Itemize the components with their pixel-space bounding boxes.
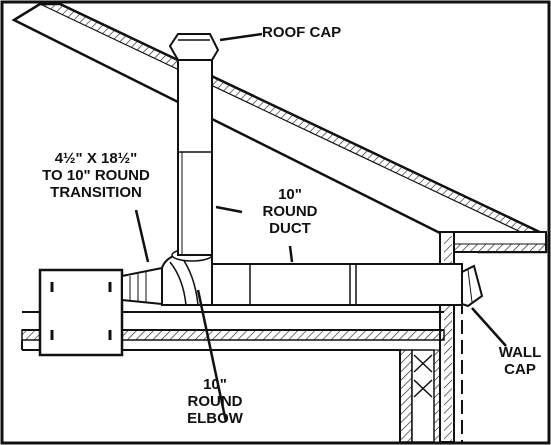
transition-line-1: 4½" X 18½" (54, 150, 138, 167)
transition-line-2: TO 10" ROUND (42, 167, 150, 184)
round-elbow-line-1: 10" (203, 376, 227, 393)
transition-label: 4½" X 18½" TO 10" ROUND TRANSITION (26, 150, 166, 201)
round-elbow-fitting (161, 248, 213, 306)
wall-cap-label: WALL CAP (492, 344, 548, 378)
wall-cap-line-1: WALL (498, 344, 542, 361)
roof-cap-fitting (168, 33, 220, 61)
transition-line-3: TRANSITION (50, 184, 142, 201)
roof-rafter (11, 2, 548, 254)
vertical-duct (177, 51, 213, 256)
round-duct-label: 10" ROUND DUCT (240, 186, 340, 237)
horizontal-duct (211, 263, 463, 306)
roof-cap-text: ROOF CAP (262, 24, 342, 41)
transition-fitting (121, 266, 163, 306)
leader-lines (134, 32, 507, 423)
round-duct-line-3: DUCT (269, 220, 311, 237)
round-elbow-label: 10" ROUND ELBOW (160, 376, 270, 427)
round-elbow-line-2: ROUND (187, 393, 243, 410)
wall-cap-line-2: CAP (504, 361, 536, 378)
round-elbow-line-3: ELBOW (187, 410, 243, 427)
wall-cap-fitting (461, 264, 484, 308)
lower-wall-framing (399, 349, 441, 443)
fan-housing (38, 268, 124, 357)
round-duct-line-2: ROUND (262, 203, 318, 220)
roof-cap-label: ROOF CAP (262, 24, 341, 41)
round-duct-line-1: 10" (278, 186, 302, 203)
